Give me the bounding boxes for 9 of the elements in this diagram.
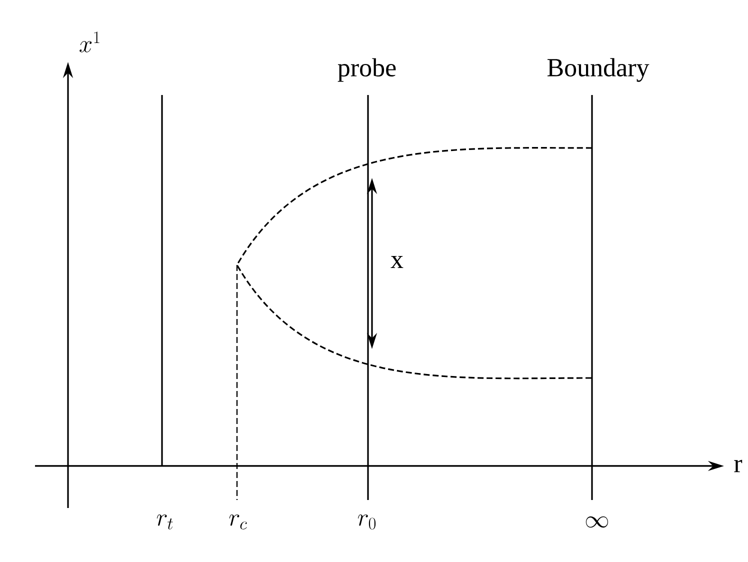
- tick-label: $r_t$: [156, 514, 173, 530]
- tick-label: $r_0$: [358, 514, 376, 530]
- line-label: probe: [338, 58, 396, 82]
- dimension-label: x: [390, 256, 404, 268]
- axis-label: $x^1$: [80, 32, 100, 52]
- axis-label: r: [734, 460, 742, 472]
- tick-label: $r_c$: [229, 514, 247, 530]
- tick-label: $\infty$: [586, 516, 608, 528]
- line-label: Boundary: [547, 58, 650, 82]
